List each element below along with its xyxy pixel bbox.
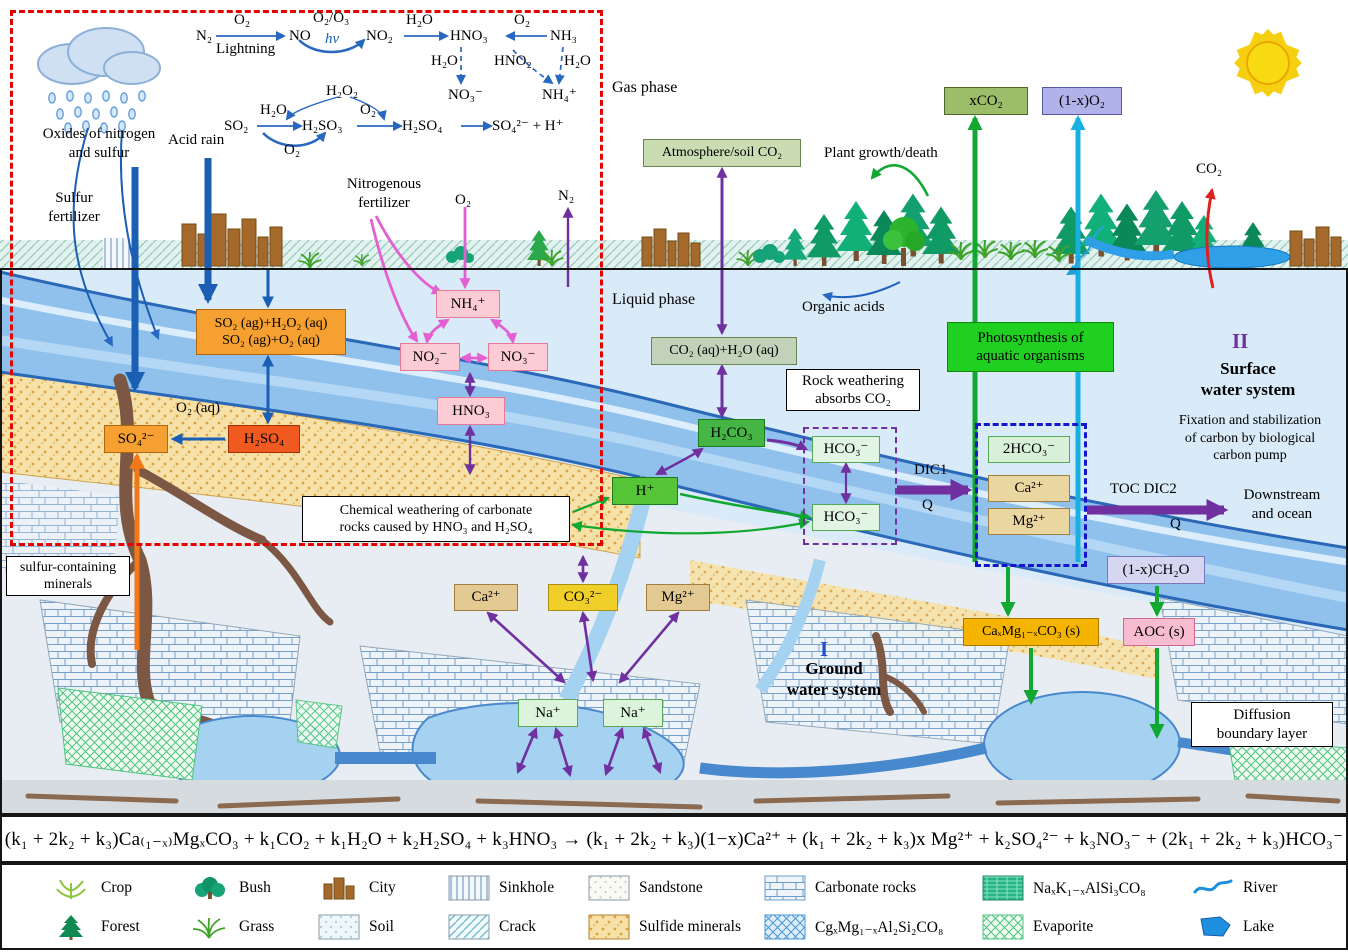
carbonate-swatch-icon: [764, 875, 806, 901]
legend-label-bush: Bush: [239, 879, 271, 896]
legend-item-sandstone: Sandstone: [588, 873, 703, 903]
sun-icon: [1234, 29, 1302, 97]
legend-label-evaporite: Evaporite: [1033, 918, 1094, 935]
stoichiometry-band: (k₁ + 2k₂ + k₃)Ca₍₁₋ₓ₎MgₓCO₃ + k₁CO₂ + k…: [0, 815, 1348, 863]
legend-label-city: City: [369, 879, 396, 896]
legend-item-bush: Bush: [188, 873, 271, 903]
legend-label-grass: Grass: [239, 918, 275, 935]
legend-label-lake: Lake: [1243, 918, 1274, 935]
legend-label-nak: NaₓK₁₋ₓAlSi₃CO₈: [1033, 879, 1146, 897]
crack-swatch-icon: [448, 914, 490, 940]
city-buildings: [181, 213, 1342, 267]
legend-item-sulfide: Sulfide minerals: [588, 912, 741, 942]
lake-swatch-icon: [1192, 914, 1234, 940]
legend-label-cgmg: CgₓMg₁₋ₓAl₂Si₂CO₈: [815, 918, 944, 936]
cgmg-swatch-icon: [764, 914, 806, 940]
legend-item-grass: Grass: [188, 912, 274, 942]
legend-item-cgmg: CgₓMg₁₋ₓAl₂Si₂CO₈: [764, 912, 943, 942]
legend-label-sinkhole: Sinkhole: [499, 879, 555, 896]
nak-swatch-icon: [982, 875, 1024, 901]
stoichiometry-equation: (k₁ + 2k₂ + k₃)Ca₍₁₋ₓ₎MgₓCO₃ + k₁CO₂ + k…: [4, 828, 1344, 850]
legend-item-lake: Lake: [1192, 912, 1274, 942]
legend-item-crack: Crack: [448, 912, 536, 942]
legend: Crop Bush City Sinkhole Sandstone Carbonate r…: [0, 863, 1348, 950]
forest-swatch-icon: [50, 914, 92, 940]
soil-swatch-icon: [318, 914, 360, 940]
legend-label-soil: Soil: [369, 918, 394, 935]
legend-label-crop: Crop: [101, 879, 132, 896]
legend-item-river: River: [1192, 873, 1277, 903]
legend-item-sinkhole: Sinkhole: [448, 873, 554, 903]
grass-swatch-icon: [188, 914, 230, 940]
legend-label-carbonate: Carbonate rocks: [815, 879, 917, 896]
sandstone-swatch-icon: [588, 875, 630, 901]
sinkhole-swatch-icon: [448, 875, 490, 901]
bottom-cracks: [25, 793, 1341, 810]
legend-item-forest: Forest: [50, 912, 140, 942]
river-swatch-icon: [1192, 875, 1234, 901]
crop-swatch-icon: [50, 875, 92, 901]
legend-item-city: City: [318, 873, 396, 903]
sulfide-swatch-icon: [588, 914, 630, 940]
legend-item-crop: Crop: [50, 873, 132, 903]
evaporite-swatch-icon: [982, 914, 1024, 940]
legend-label-crack: Crack: [499, 918, 537, 935]
legend-item-nak: NaₓK₁₋ₓAlSi₃CO₈: [982, 873, 1146, 903]
legend-item-evaporite: Evaporite: [982, 912, 1093, 942]
city-swatch-icon: [318, 875, 360, 901]
deciduous-tree: [883, 217, 925, 266]
legend-label-sandstone: Sandstone: [639, 879, 703, 896]
legend-item-carbonate: Carbonate rocks: [764, 873, 916, 903]
legend-label-river: River: [1243, 879, 1278, 896]
legend-label-sulfide: Sulfide minerals: [639, 918, 742, 935]
legend-item-soil: Soil: [318, 912, 394, 942]
bush-swatch-icon: [188, 875, 230, 901]
cloud-icon: [37, 27, 161, 85]
legend-label-forest: Forest: [101, 918, 140, 935]
